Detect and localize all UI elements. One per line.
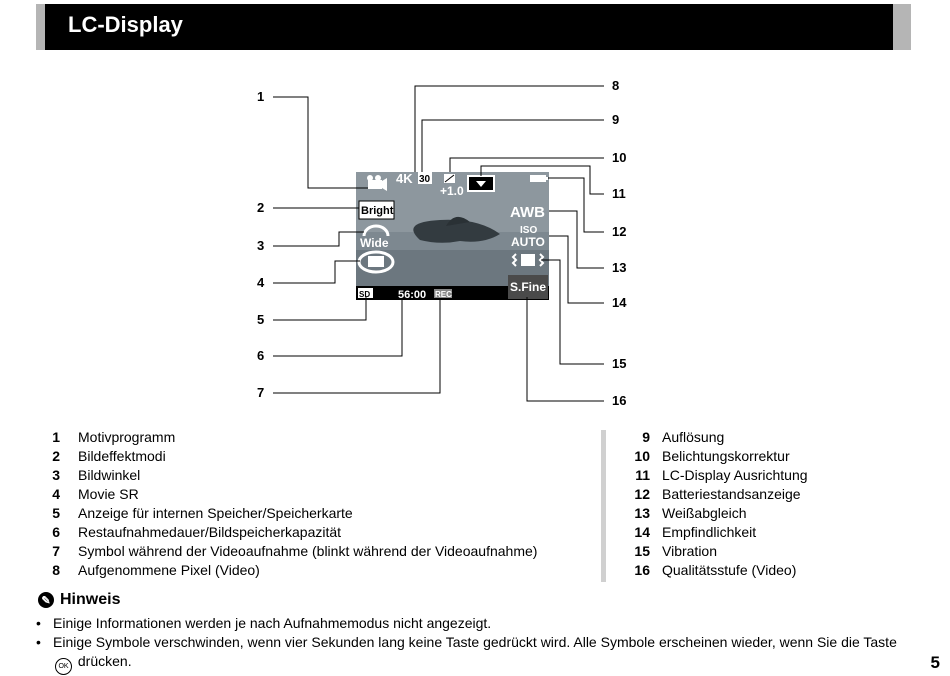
callout-9: 9 <box>612 112 619 127</box>
leader-lines <box>273 85 604 402</box>
callout-5: 5 <box>257 312 264 327</box>
vibration-icon <box>511 253 545 267</box>
page-number: 5 <box>930 653 940 672</box>
callout-6: 6 <box>257 348 264 363</box>
note-list: • Einige Informationen werden je nach Au… <box>36 614 906 675</box>
fps-label: 30 <box>419 174 431 185</box>
rec-label: REC <box>435 290 452 299</box>
list-item: • Einige Informationen werden je nach Au… <box>36 615 492 631</box>
legend-divider <box>601 430 606 582</box>
callout-12: 12 <box>612 224 626 239</box>
white-balance-label: AWB <box>510 204 545 221</box>
resolution-label: 4K <box>396 171 413 186</box>
callout-11: 11 <box>612 186 626 201</box>
callout-10: 10 <box>612 150 626 165</box>
callout-7: 7 <box>257 385 264 400</box>
callout-4: 4 <box>257 275 265 290</box>
time-label: 56:00 <box>398 289 426 301</box>
callout-15: 15 <box>612 356 626 371</box>
callout-2: 2 <box>257 200 264 215</box>
header-right-bar <box>893 4 911 50</box>
callout-16: 16 <box>612 393 626 408</box>
page-title: LC-Display <box>68 12 183 37</box>
effect-label: Bright <box>361 205 394 217</box>
bullet: • <box>36 615 41 631</box>
quality-label: S.Fine <box>510 280 546 294</box>
note-heading: ✎ Hinweis <box>38 591 120 609</box>
iso-label: ISO <box>520 225 537 236</box>
header-left-bar <box>36 4 45 50</box>
list-item: • Einige Symbole verschwinden, wenn vier… <box>36 633 906 675</box>
pencil-icon: ✎ <box>38 592 54 608</box>
movie-camera-icon <box>367 175 387 191</box>
bullet: • <box>36 634 41 650</box>
battery-icon <box>530 175 548 182</box>
movie-sr-icon <box>357 250 395 274</box>
callout-8: 8 <box>612 78 619 93</box>
callout-13: 13 <box>612 260 626 275</box>
page-header: LC-Display <box>36 4 911 50</box>
orientation-icon <box>467 175 495 192</box>
wide-angle-icon <box>362 224 390 237</box>
angle-label: Wide <box>360 236 389 250</box>
lcd-screen <box>356 172 549 300</box>
callout-14: 14 <box>612 295 627 310</box>
ev-icon <box>444 174 455 183</box>
iso-value: AUTO <box>511 235 545 249</box>
ok-button-icon: OK <box>55 658 72 675</box>
storage-label: SD <box>359 290 370 299</box>
callout-3: 3 <box>257 238 264 253</box>
dolphin-shape <box>413 219 500 243</box>
lcd-diagram: 4K 30 +1.0 Bright Wide AWB ISO AUTO S.Fi… <box>257 78 627 408</box>
ev-value: +1.0 <box>440 184 464 198</box>
note-title: Hinweis <box>60 591 121 608</box>
callout-1: 1 <box>257 89 264 104</box>
